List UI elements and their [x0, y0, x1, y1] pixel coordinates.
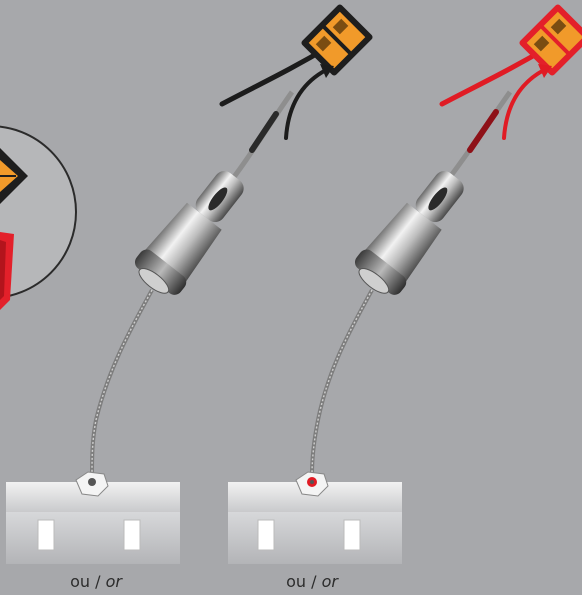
red-crimp-tool-icon: [347, 160, 477, 304]
caption-left-sep: /: [90, 572, 106, 591]
red-cable: [312, 290, 372, 474]
caption-right-sep: /: [306, 572, 322, 591]
caption-left-alt: or: [106, 572, 122, 591]
caption-right: ou / or: [232, 572, 392, 591]
black-connector-icon: [300, 3, 374, 77]
red-assembly: [228, 3, 582, 564]
caption-right-alt: or: [322, 572, 338, 591]
caption-right-main: ou: [286, 572, 306, 591]
black-crimp-tool-icon: [127, 160, 257, 304]
caption-left-main: ou: [70, 572, 90, 591]
caption-left: ou / or: [16, 572, 176, 591]
black-cable: [92, 290, 152, 474]
red-insert-arrow-icon: [504, 64, 552, 138]
zoom-inset: [0, 126, 76, 310]
black-insert-arrow-icon: [286, 64, 334, 138]
